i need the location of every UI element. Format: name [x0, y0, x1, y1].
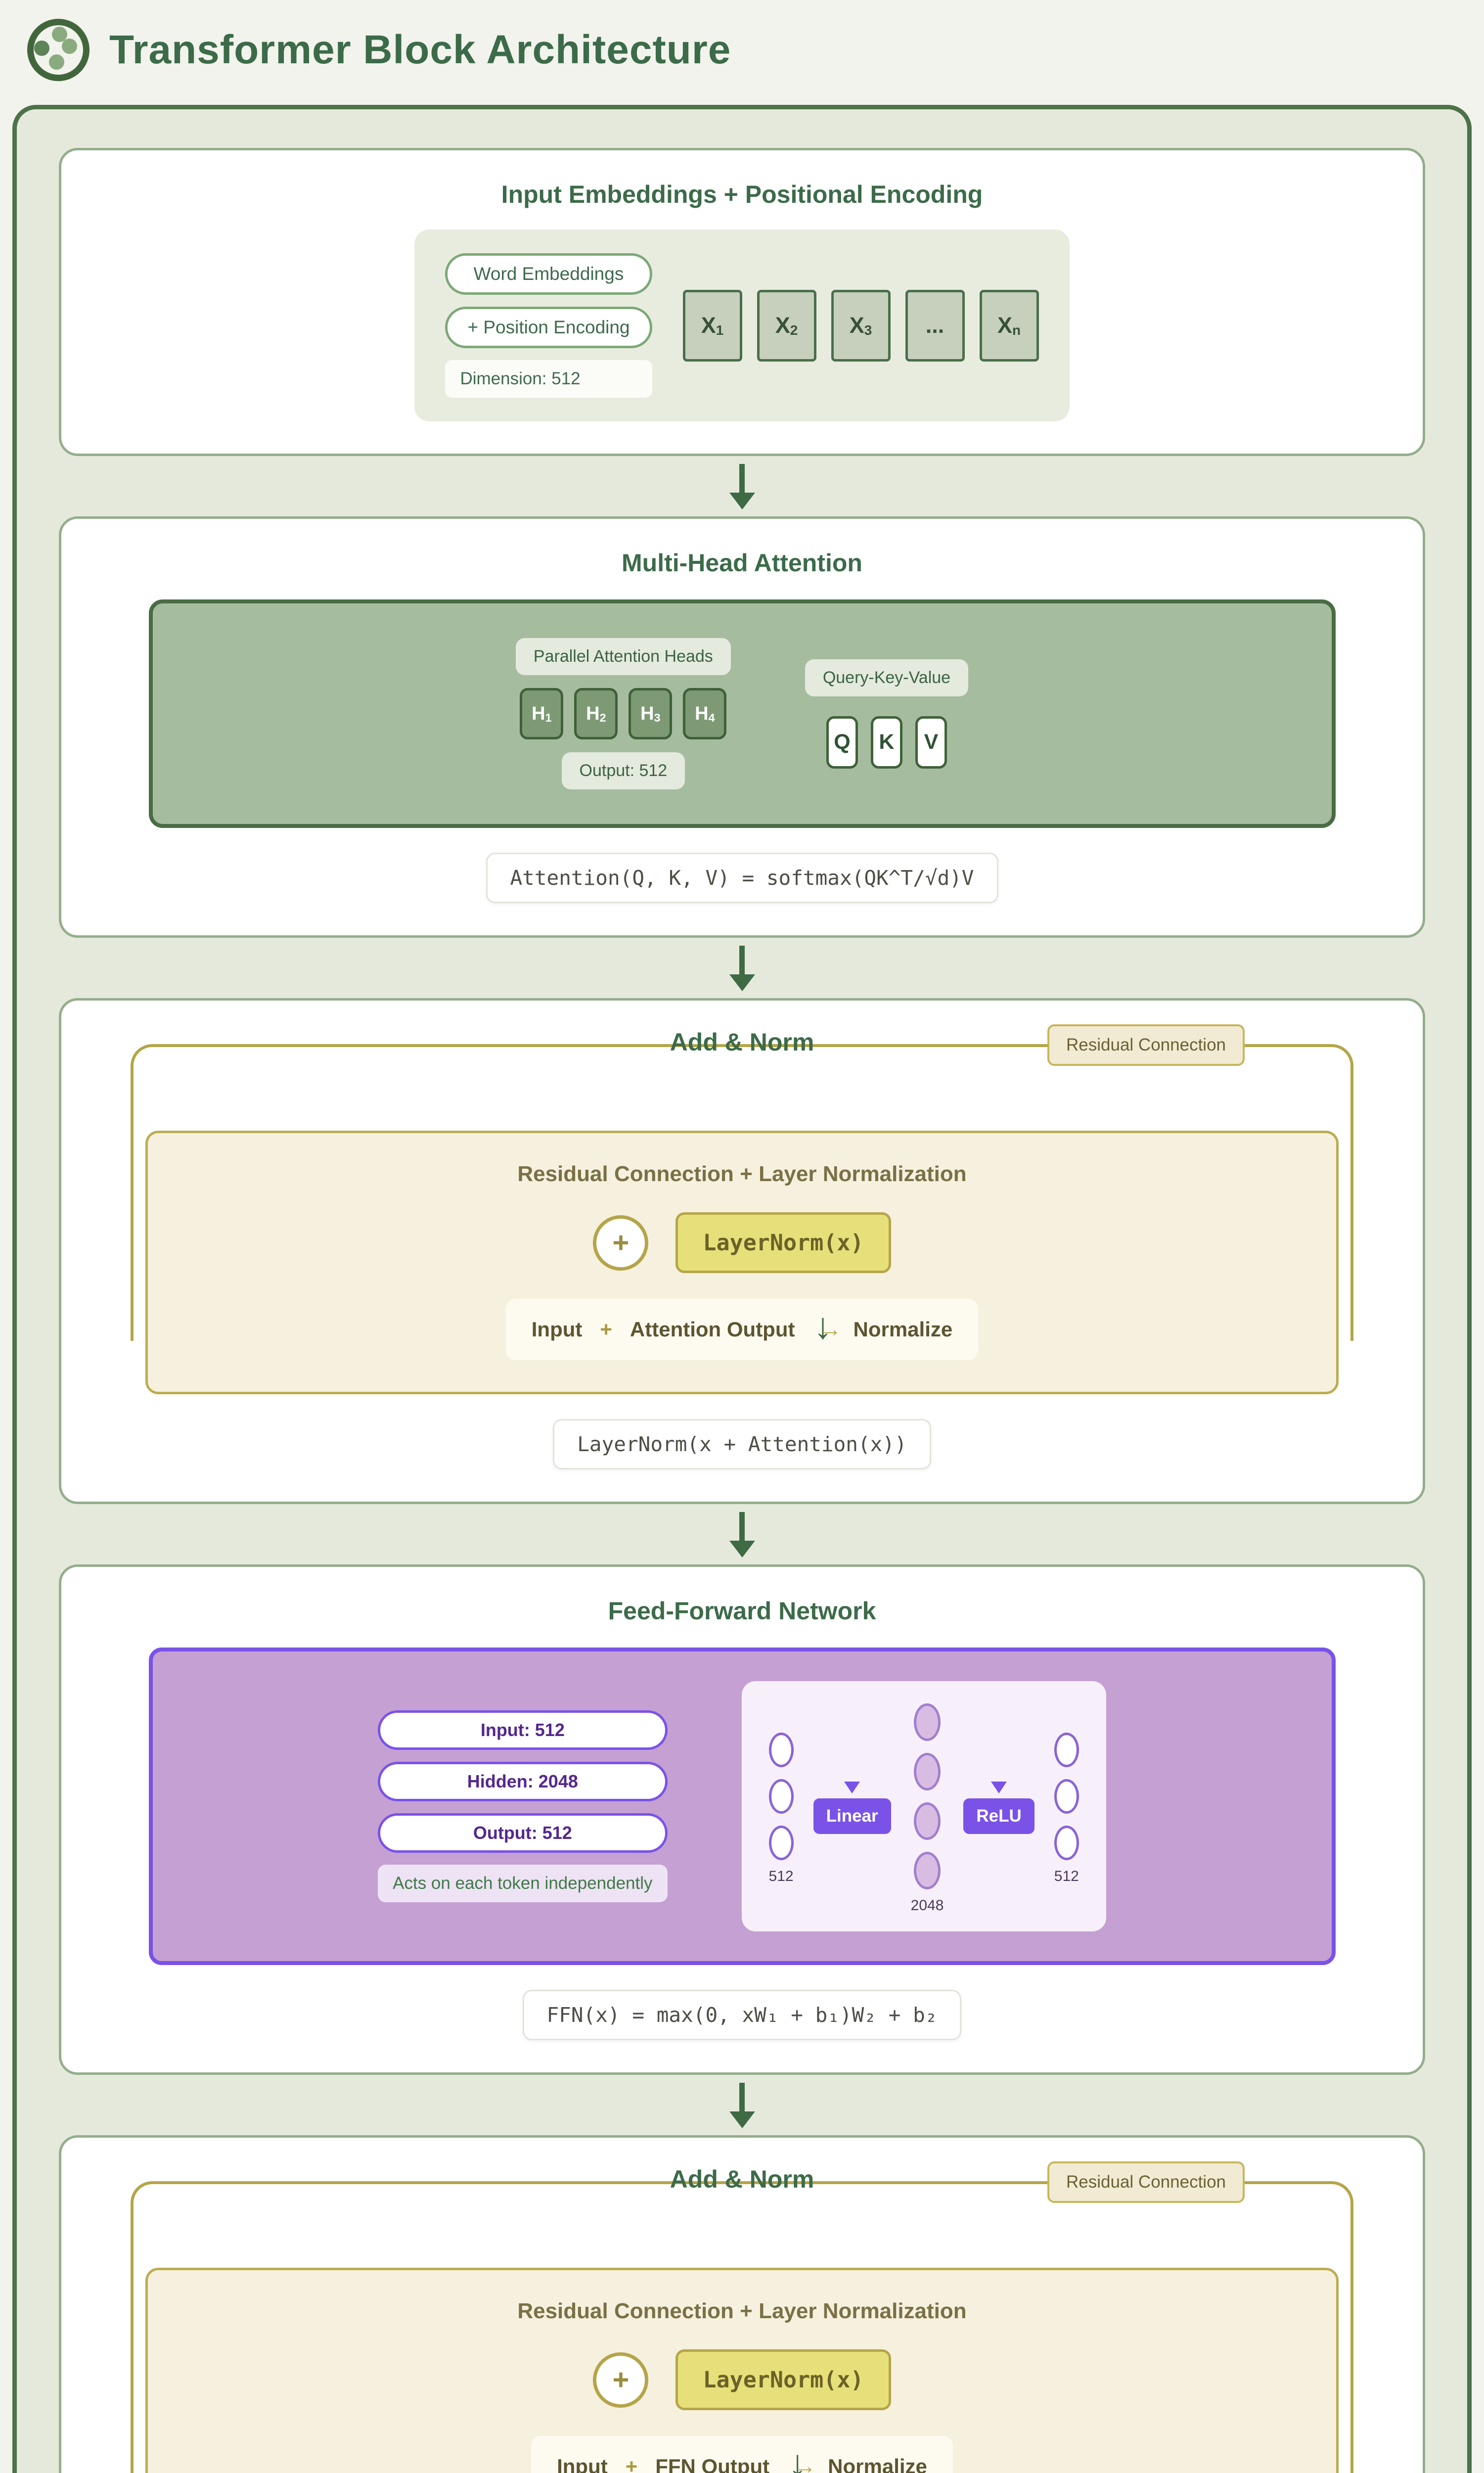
ffn-hidden-pill: Hidden: 2048	[378, 1762, 668, 1801]
section-feed-forward: Feed-Forward Network Input: 512 Hidden: …	[59, 1564, 1425, 2075]
layernorm-box: LayerNorm(x)	[675, 2349, 891, 2410]
qkv-group: Query-Key-Value Q K V	[805, 659, 969, 769]
column-size-label: 512	[1054, 1868, 1079, 1884]
linear-badge: Linear	[813, 1798, 891, 1834]
residual-connection-path	[131, 1044, 1353, 1341]
ffn-note: Acts on each token independently	[378, 1865, 668, 1902]
neuron-icon	[1054, 1733, 1079, 1767]
query-box: Q	[826, 716, 858, 769]
ffn-network-diagram: 512 Linear 2048 ReLU	[741, 1681, 1106, 1931]
panel-title: Residual Connection + Layer Normalizatio…	[517, 1162, 967, 1186]
plus-icon: +	[600, 1318, 612, 1341]
add-norm-panel: Residual Connection + Layer Normalizatio…	[145, 1131, 1339, 1394]
flow-input-label: Input	[557, 2455, 608, 2473]
ffn-output-pill: Output: 512	[378, 1813, 668, 1853]
flow-normalize-label: Normalize	[853, 1318, 953, 1341]
section-title: Add & Norm	[670, 2165, 814, 2193]
flow-middle-label: FFN Output	[655, 2455, 770, 2473]
residual-connection-path	[131, 2181, 1353, 2473]
page-header: Transformer Block Architecture	[0, 0, 1484, 105]
qkv-label: Query-Key-Value	[805, 659, 969, 696]
normalize-arrow-icon: ↓→	[813, 1305, 842, 1346]
flow-arrow-down-icon	[59, 2075, 1425, 2135]
output-512-label: Output: 512	[561, 752, 685, 789]
input-panel: Word Embeddings + Position Encoding Dime…	[414, 229, 1070, 421]
qkv-row: Q K V	[826, 716, 947, 769]
add-norm-formula: LayerNorm(x + Attention(x))	[553, 1419, 931, 1469]
ffn-hidden-column: 2048	[911, 1703, 944, 1914]
diagram-container: Input Embeddings + Positional Encoding W…	[12, 105, 1472, 2473]
ffn-formula: FFN(x) = max(0, xW₁ + b₁)W₂ + b₂	[522, 1990, 962, 2040]
panel-title: Residual Connection + Layer Normalizatio…	[517, 2299, 967, 2323]
neuron-icon	[768, 1733, 794, 1767]
app-logo-icon	[27, 19, 90, 81]
section-add-norm-1: Residual Connection Add & Norm Residual …	[59, 998, 1425, 1504]
attention-formula: Attention(Q, K, V) = softmax(QK^T/√d)V	[486, 853, 998, 903]
flow-arrow-down-icon	[59, 456, 1425, 516]
neuron-icon	[768, 1779, 794, 1814]
ffn-output-column: 512	[1054, 1733, 1079, 1885]
residual-connection-badge: Residual Connection	[1047, 2161, 1245, 2203]
neuron-icon	[1054, 1826, 1079, 1860]
flow-arrow-down-icon	[59, 938, 1425, 998]
parallel-heads-label: Parallel Attention Heads	[515, 638, 731, 675]
value-box: V	[915, 716, 947, 769]
section-title: Input Embeddings + Positional Encoding	[501, 181, 983, 208]
logo-dot-icon	[34, 41, 49, 56]
section-title: Add & Norm	[670, 1028, 814, 1056]
neuron-icon	[914, 1852, 941, 1889]
add-norm-flow-row: Input + FFN Output ↓→ Normalize	[531, 2436, 953, 2473]
add-icon: +	[593, 1215, 649, 1271]
flow-middle-label: Attention Output	[630, 1318, 795, 1341]
key-box: K	[870, 716, 902, 769]
neuron-icon	[914, 1703, 941, 1741]
position-encoding-pill: + Position Encoding	[445, 307, 652, 348]
word-embeddings-pill: Word Embeddings	[445, 253, 652, 295]
flow-normalize-label: Normalize	[828, 2455, 927, 2473]
neuron-icon	[768, 1826, 794, 1860]
column-size-label: 2048	[910, 1897, 944, 1914]
page-title: Transformer Block Architecture	[109, 27, 731, 72]
neuron-icon	[914, 1753, 941, 1790]
layernorm-box: LayerNorm(x)	[675, 1212, 891, 1273]
section-title: Multi-Head Attention	[622, 549, 862, 577]
section-title: Feed-Forward Network	[608, 1597, 876, 1625]
add-icon: +	[593, 2352, 649, 2408]
section-input-embeddings: Input Embeddings + Positional Encoding W…	[59, 148, 1425, 456]
section-add-norm-2: Residual Connection Add & Norm Residual …	[59, 2135, 1425, 2473]
ffn-input-column: 512	[769, 1733, 794, 1885]
plus-icon: +	[625, 2455, 638, 2473]
relu-badge: ReLU	[963, 1798, 1034, 1834]
add-norm-flow-row: Input + Attention Output ↓→ Normalize	[505, 1299, 979, 1360]
logo-dot-icon	[62, 39, 77, 54]
column-size-label: 512	[768, 1868, 794, 1884]
ffn-input-pill: Input: 512	[378, 1710, 668, 1750]
neuron-icon	[1054, 1779, 1079, 1814]
logo-dot-icon	[49, 54, 64, 70]
residual-connection-badge: Residual Connection	[1047, 1024, 1245, 1066]
normalize-arrow-icon: ↓→	[788, 2442, 816, 2473]
flow-arrow-down-icon	[59, 1504, 1425, 1564]
neuron-icon	[914, 1802, 941, 1840]
ffn-panel: Input: 512 Hidden: 2048 Output: 512 Acts…	[148, 1648, 1336, 1965]
add-norm-panel: Residual Connection + Layer Normalizatio…	[145, 2268, 1339, 2473]
section-multi-head-attention: Multi-Head Attention Parallel Attention …	[59, 516, 1425, 938]
dimension-label: Dimension: 512	[445, 360, 652, 398]
token-ellipsis: ...	[905, 289, 965, 362]
flow-input-label: Input	[531, 1318, 583, 1341]
